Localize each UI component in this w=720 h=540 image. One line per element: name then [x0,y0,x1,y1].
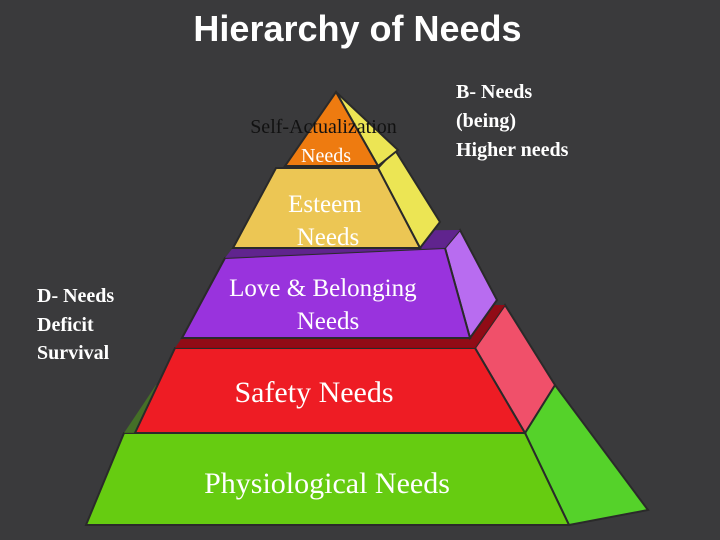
tier-esteem-line-1: Esteem [288,191,362,218]
tier-self-actualization-line-2: Needs [301,145,351,167]
tier-safety-line-1: Safety Needs [234,376,393,409]
tier-esteem: Esteem Needs [231,148,442,251]
deficit-line: Deficit [37,313,94,336]
tier-self-actualization-label: Self-Actualization Needs [250,116,402,167]
tier-love-belonging-line-1: Love & Belonging [229,275,417,302]
b-needs-note: B- Needs (being) Higher needs [456,78,568,165]
tier-self-actualization-line-1: Self-Actualization [250,116,397,138]
d-needs-note: D- Needs Deficit Survival [37,282,114,368]
higher-needs-line: Higher needs [456,139,569,161]
tier-love-belonging-label: Love & Belonging Needs [229,275,423,335]
tier-love-belonging-line-2: Needs [297,308,359,335]
tier-esteem-line-2: Needs [297,224,359,251]
slide-title: Hierarchy of Needs [193,8,522,49]
tier-self-face [283,90,380,167]
tier-self-actualization: Self-Actualization Needs [250,90,402,168]
survival-line: Survival [37,342,110,364]
tier-esteem-face [231,167,422,249]
being-line: (being) [456,110,516,132]
tier-physiological-label: Physiological Needs [204,467,450,500]
tier-physiological-line-1: Physiological Needs [204,467,450,500]
tier-love-belonging: Love & Belonging Needs [180,228,499,341]
tier-esteem-label: Esteem Needs [288,191,368,251]
d-needs-line: D- Needs [37,285,115,307]
tier-safety-label: Safety Needs [234,376,393,409]
b-needs-line: B- Needs [456,81,533,103]
